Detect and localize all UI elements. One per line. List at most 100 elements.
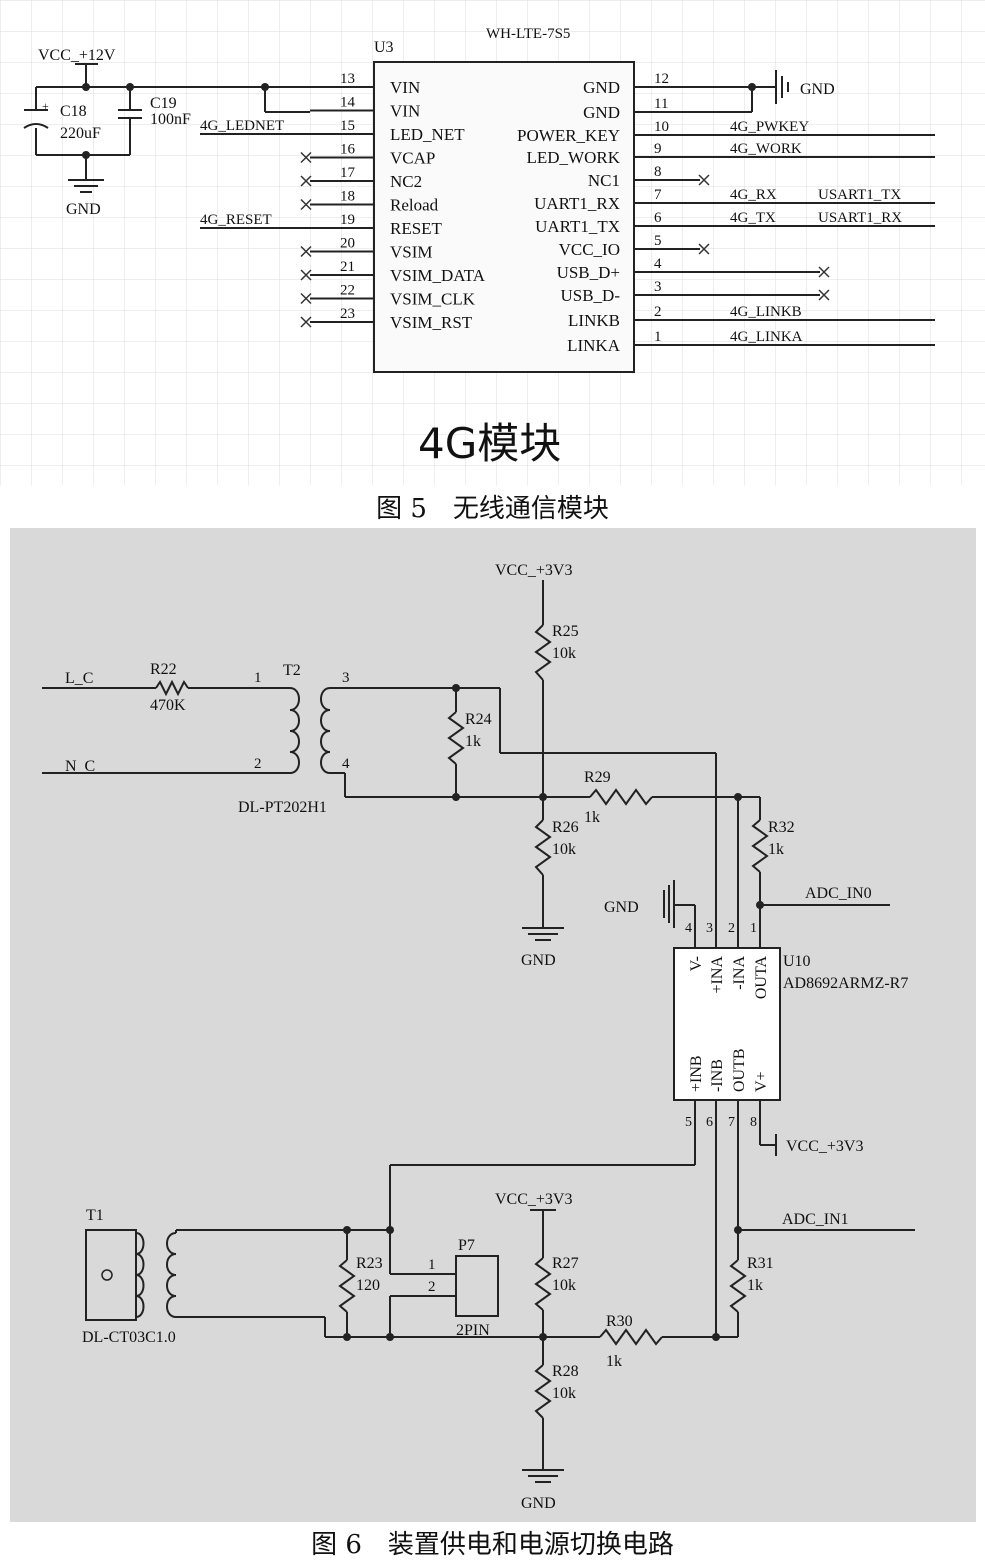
r25-value: 10k bbox=[552, 645, 576, 662]
capacitor-c19 bbox=[118, 109, 142, 155]
p7-type: 2PIN bbox=[456, 1322, 490, 1339]
c19-value: 100nF bbox=[150, 111, 191, 128]
t2-pin3: 3 bbox=[342, 670, 350, 686]
u10-pin-name-v: V- bbox=[688, 956, 705, 971]
chip-ref: U3 bbox=[374, 39, 394, 56]
r32-value: 1k bbox=[768, 841, 784, 858]
u3-pin-name-12: GND bbox=[583, 78, 620, 97]
r30-ref: R30 bbox=[606, 1313, 633, 1330]
u3-pin-name-2: LINKB bbox=[568, 311, 620, 330]
net-label-4g_rx: 4G_RX bbox=[730, 187, 777, 203]
u3-pin-name-21: VSIM_DATA bbox=[390, 266, 486, 285]
t1-ref: T1 bbox=[86, 1207, 104, 1224]
r29-ref: R29 bbox=[584, 769, 611, 786]
resistor-r29 bbox=[589, 788, 653, 806]
svg-text:+: + bbox=[42, 99, 49, 113]
u10-pin-name-inb: -INB bbox=[709, 1059, 726, 1092]
u3-pin-num-23: 23 bbox=[340, 306, 355, 322]
u3-pin-name-19: RESET bbox=[390, 219, 443, 238]
net-label-usart1_tx: USART1_TX bbox=[818, 187, 901, 203]
net-label-4g_tx: 4G_TX bbox=[730, 210, 776, 226]
figure-5-schematic: VCC_+12V + C18 220uF C19 100nF GND U3 WH… bbox=[0, 0, 985, 485]
gnd-label-2: GND bbox=[521, 1495, 556, 1512]
transformer-t1 bbox=[85, 1229, 177, 1321]
u3-pin-num-21: 21 bbox=[340, 259, 355, 275]
u3-pin-name-8: NC1 bbox=[588, 171, 620, 190]
r22-value: 470K bbox=[150, 697, 186, 714]
u3-pin-num-15: 15 bbox=[340, 118, 355, 134]
net-label-4g_lednet: 4G_LEDNET bbox=[200, 118, 284, 134]
chip-u3 bbox=[373, 61, 635, 373]
resistor-r31 bbox=[729, 1259, 747, 1313]
u3-pin-name-22: VSIM_CLK bbox=[390, 290, 476, 309]
t2-pin1: 1 bbox=[254, 670, 262, 686]
gnd-label-left: GND bbox=[66, 201, 101, 218]
r23-value: 120 bbox=[356, 1277, 380, 1294]
u10-model: AD8692ARMZ-R7 bbox=[783, 975, 908, 992]
u3-pin-num-19: 19 bbox=[340, 212, 355, 228]
c18-ref: C18 bbox=[60, 103, 87, 120]
vcc-u10-label: VCC_+3V3 bbox=[786, 1138, 863, 1155]
vcc12-label: VCC_+12V bbox=[38, 47, 116, 64]
u10-pin-num-6: 6 bbox=[706, 1115, 713, 1130]
u3-pin-num-13: 13 bbox=[340, 71, 355, 87]
u3-pin-name-3: USB_D- bbox=[560, 286, 620, 305]
u3-pin-num-12: 12 bbox=[654, 71, 669, 87]
ground-symbol-2 bbox=[522, 1469, 564, 1483]
c18-value: 220uF bbox=[60, 125, 101, 142]
u3-pin-num-2: 2 bbox=[654, 304, 662, 320]
r25-ref: R25 bbox=[552, 623, 579, 640]
figure-5-caption: 图 5 无线通信模块 bbox=[376, 494, 609, 524]
t2-pin4: 4 bbox=[342, 756, 350, 772]
gnd-label-u10: GND bbox=[604, 899, 639, 916]
adc-in1-label: ADC_IN1 bbox=[782, 1211, 849, 1228]
u3-pin-name-20: VSIM bbox=[390, 243, 433, 262]
r26-ref: R26 bbox=[552, 819, 579, 836]
u10-pin-name-inb: +INB bbox=[688, 1055, 705, 1092]
u10-pin-name-outa: OUTA bbox=[753, 956, 770, 1000]
lc-label: L_C bbox=[65, 670, 93, 687]
u10-pin-name-ina: -INA bbox=[731, 956, 748, 990]
r29-value: 1k bbox=[584, 809, 600, 826]
opamp-u10 bbox=[673, 947, 781, 1101]
t2-model: DL-PT202H1 bbox=[238, 799, 327, 816]
resistor-r28 bbox=[534, 1364, 552, 1419]
u3-pin-name-5: VCC_IO bbox=[559, 240, 620, 259]
ground-symbol bbox=[68, 179, 104, 193]
u3-pin-name-18: Reload bbox=[390, 196, 439, 215]
r27-value: 10k bbox=[552, 1277, 576, 1294]
r31-value: 1k bbox=[747, 1277, 763, 1294]
t1-model: DL-CT03C1.0 bbox=[82, 1329, 176, 1346]
r28-ref: R28 bbox=[552, 1363, 579, 1380]
u3-pin-name-17: NC2 bbox=[390, 172, 422, 191]
r24-ref: R24 bbox=[465, 711, 492, 728]
u3-pin-name-4: USB_D+ bbox=[557, 263, 620, 282]
u3-pin-num-18: 18 bbox=[340, 189, 355, 205]
u10-pin-num-3: 3 bbox=[706, 921, 713, 936]
u3-pin-name-1: LINKA bbox=[567, 336, 621, 355]
resistor-r27 bbox=[534, 1257, 552, 1311]
resistor-r26 bbox=[534, 819, 552, 876]
nc-label: N_C bbox=[65, 758, 95, 775]
resistor-r24 bbox=[447, 711, 465, 765]
net-label-usart1_rx: USART1_RX bbox=[818, 210, 902, 226]
c19-ref: C19 bbox=[150, 95, 177, 112]
u3-pin-name-10: POWER_KEY bbox=[517, 126, 620, 145]
u3-pin-num-10: 10 bbox=[654, 119, 669, 135]
u3-pin-name-13: VIN bbox=[390, 78, 420, 97]
u10-pin-num-7: 7 bbox=[728, 1115, 735, 1130]
u3-pin-name-15: LED_NET bbox=[390, 125, 465, 144]
u3-pin-num-22: 22 bbox=[340, 283, 355, 299]
transformer-t2 bbox=[289, 687, 331, 774]
net-label-4g_reset: 4G_RESET bbox=[200, 212, 272, 228]
u3-pin-num-3: 3 bbox=[654, 279, 662, 295]
net-label-4g_work: 4G_WORK bbox=[730, 141, 802, 157]
u3-pin-name-11: GND bbox=[583, 103, 620, 122]
resistor-r23 bbox=[338, 1259, 356, 1313]
r32-ref: R32 bbox=[768, 819, 795, 836]
u3-pin-name-9: LED_WORK bbox=[527, 148, 621, 167]
resistor-r30 bbox=[599, 1328, 663, 1346]
